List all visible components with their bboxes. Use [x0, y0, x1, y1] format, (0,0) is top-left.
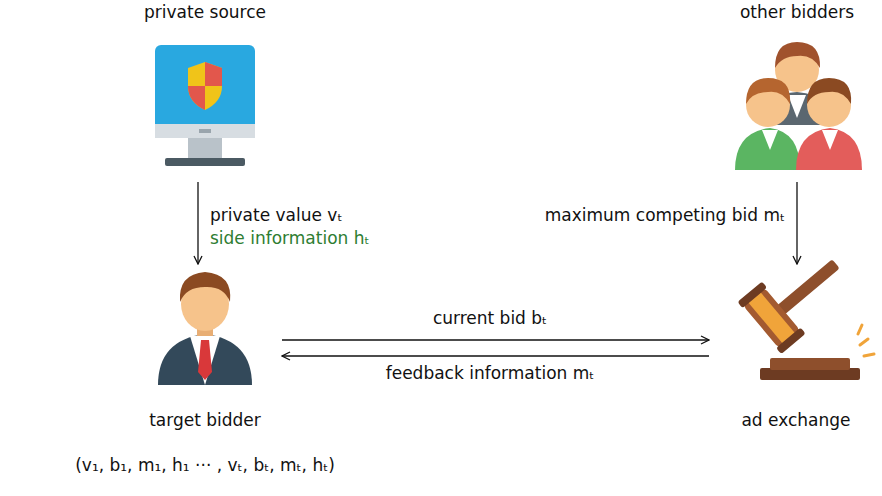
person-icon	[158, 272, 252, 385]
history-sequence: (v₁, b₁, m₁, h₁ ··· , vₜ, bₜ, mₜ, hₜ)	[73, 455, 337, 476]
edge-label: private value vₜ	[208, 205, 344, 226]
arrow-connector	[197, 182, 198, 264]
people-icon	[735, 42, 862, 170]
arrow-connector	[796, 182, 797, 264]
arrow-connector	[282, 355, 709, 356]
edge-label: current bid bₜ	[431, 308, 549, 329]
node-label: ad exchange	[711, 410, 881, 430]
edge-label: maximum competing bid mₜ	[543, 205, 787, 226]
node-label: other bidders	[717, 2, 877, 22]
gavel-icon	[737, 238, 874, 380]
arrow-connector	[282, 339, 709, 340]
icon-node: ad exchange	[711, 266, 881, 432]
node-label: target bidder	[130, 410, 280, 430]
icon-node: private source	[130, 0, 280, 180]
icon-node: other bidders	[717, 0, 877, 180]
monitor-icon	[155, 45, 255, 166]
side-information-label: side information hₜ	[208, 228, 372, 249]
node-label: private source	[130, 2, 280, 22]
icon-node: target bidder	[130, 266, 280, 432]
edge-label: feedback information mₜ	[384, 363, 597, 384]
